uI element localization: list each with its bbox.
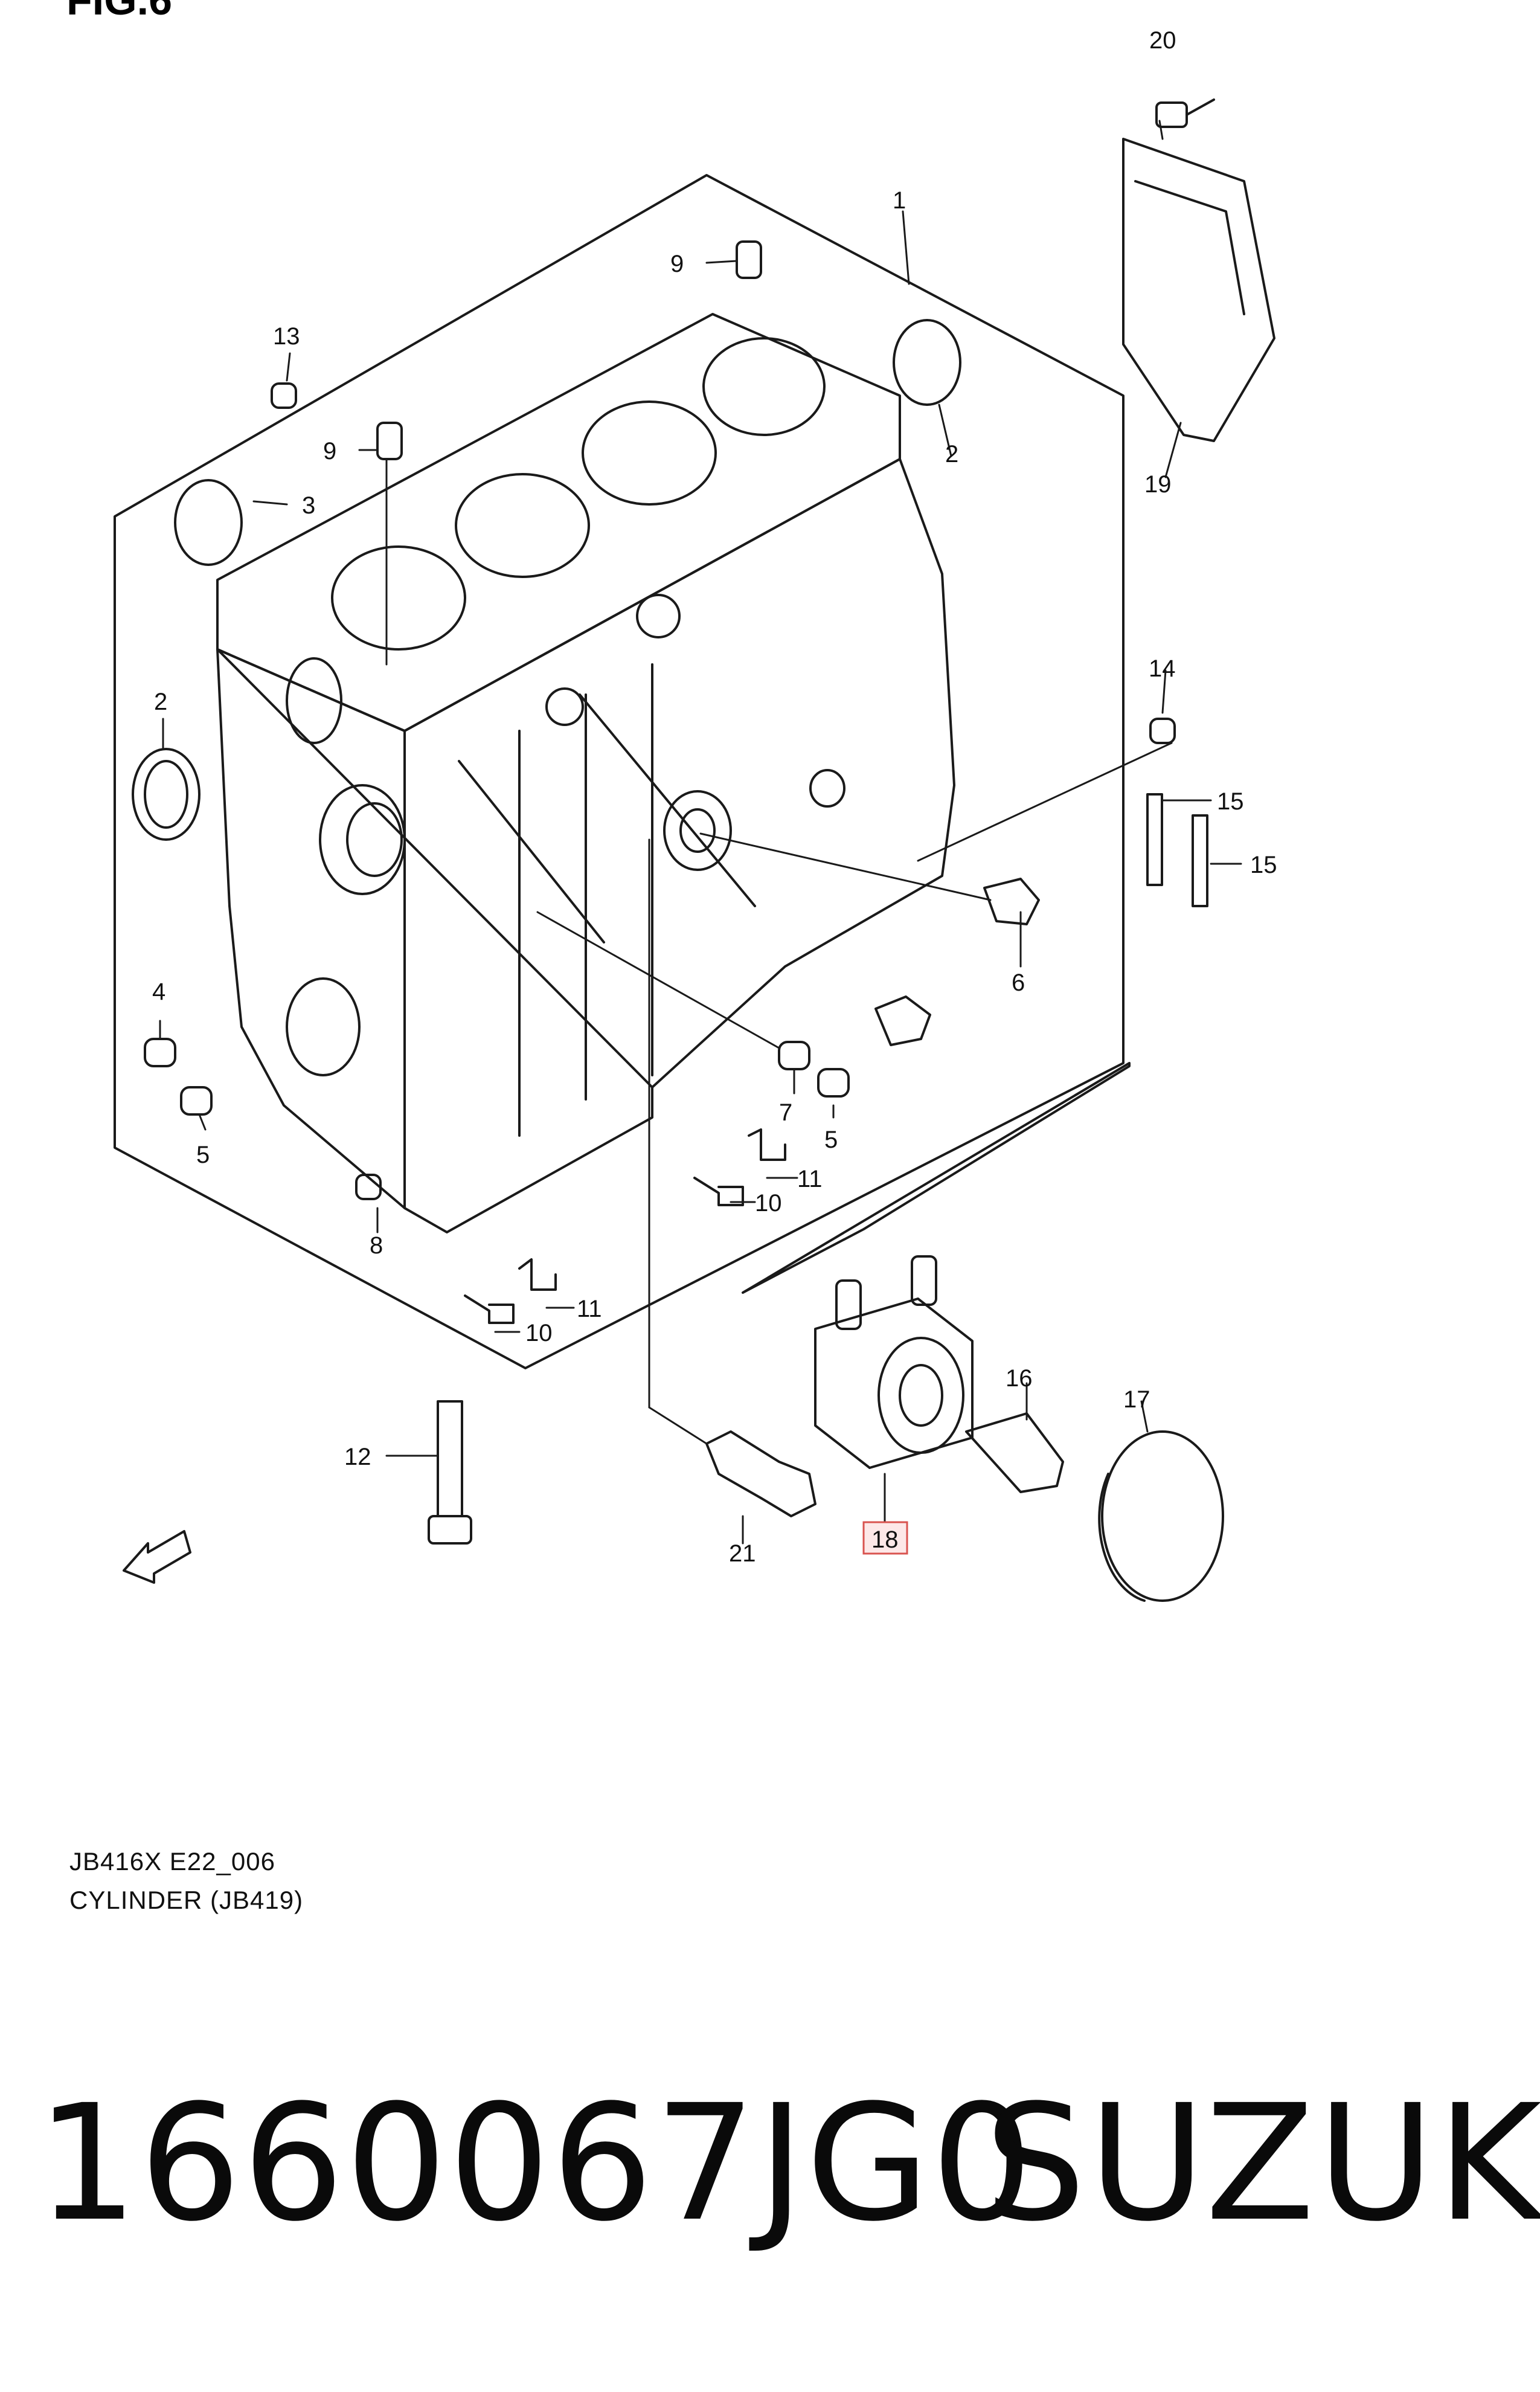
callout-9: 9 [670, 251, 684, 277]
dowel-icon-9b [376, 422, 403, 460]
callout-15: 15 [1250, 852, 1277, 878]
block-frame [114, 174, 1125, 1369]
bush-icon-5a [180, 1086, 213, 1116]
callout-10: 10 [525, 1320, 553, 1346]
brand-name: SUZUKI [984, 2071, 1540, 2257]
dowel-icon-9a [736, 240, 762, 279]
callout-14: 14 [1149, 655, 1176, 682]
callout-5: 5 [824, 1127, 838, 1153]
callout-labels: 1 2 2 3 4 5 5 6 7 8 9 9 10 10 11 11 12 1… [147, 27, 1277, 1569]
union-bolt-icon-16 [965, 1412, 1064, 1493]
callout-10: 10 [755, 1190, 782, 1217]
bottom-band [0, 1972, 1540, 2392]
oil-cooler-icon-18 [814, 1255, 974, 1469]
sensor-icon-21 [705, 1430, 817, 1517]
callout-11: 11 [577, 1296, 602, 1322]
exploded-parts-diagram: 1 2 2 3 4 5 5 6 7 8 9 9 10 10 11 11 12 1… [114, 27, 1277, 1602]
jet-icon-10-11-b [464, 1258, 557, 1324]
callout-5: 5 [196, 1142, 210, 1168]
callout-9: 9 [323, 438, 336, 465]
callout-21: 21 [729, 1540, 756, 1567]
callout-3: 3 [302, 492, 315, 519]
leader-lines [159, 120, 1242, 1545]
pin-icon-14 [1149, 718, 1176, 744]
jet-icon-10-11-a [693, 1128, 786, 1206]
callout-1: 1 [893, 187, 906, 214]
callout-2: 2 [154, 689, 167, 715]
callout-11: 11 [797, 1166, 823, 1192]
plug-icon-2-left [132, 748, 201, 841]
bush-icon-13 [271, 382, 297, 409]
callout-7: 7 [779, 1099, 792, 1126]
callout-2: 2 [945, 441, 958, 468]
pin-icon-15a [1146, 793, 1163, 886]
callout-15: 15 [1217, 788, 1244, 815]
callout-6: 6 [1012, 969, 1025, 996]
bracket-icon-19 [1122, 138, 1275, 442]
callout-18: 18 [871, 1526, 899, 1553]
oil-cooler-frame [742, 1062, 1131, 1294]
bolt-icon-12 [428, 1400, 472, 1545]
callout-4: 4 [152, 979, 165, 1005]
pin-icon-15b [1192, 814, 1208, 907]
diagram-code: JB416X E22_006 [69, 1847, 275, 1876]
callout-8: 8 [370, 1232, 383, 1259]
plug-icon-3 [174, 479, 243, 566]
bush-icon-5b [817, 1068, 850, 1098]
pin-icon-8 [355, 1174, 382, 1200]
bush-icon-4 [144, 1038, 176, 1067]
figure-header: FIG.6 [66, 0, 173, 24]
bolt-icon-20 [1155, 98, 1215, 128]
callout-20: 20 [1149, 27, 1176, 54]
plug-icon-bolt [874, 995, 931, 1046]
fwd-arrow-icon [123, 1530, 191, 1584]
callout-12: 12 [344, 1444, 371, 1470]
switch-icon-6 [983, 878, 1040, 925]
cylinder-block-icon [216, 313, 955, 1233]
part-number: 1660067JG0 [36, 2071, 1035, 2257]
callout-17: 17 [1123, 1386, 1150, 1413]
oil-filter-icon-17 [1098, 1430, 1224, 1602]
plug-icon-2-right [893, 319, 961, 406]
callout-16: 16 [1006, 1365, 1033, 1392]
callout-19: 19 [1144, 471, 1172, 498]
diagram-title: CYLINDER (JB419) [69, 1886, 304, 1914]
callout-13: 13 [273, 323, 300, 350]
callout-18-highlight [862, 1521, 908, 1555]
bush-icon-7 [778, 1041, 810, 1070]
